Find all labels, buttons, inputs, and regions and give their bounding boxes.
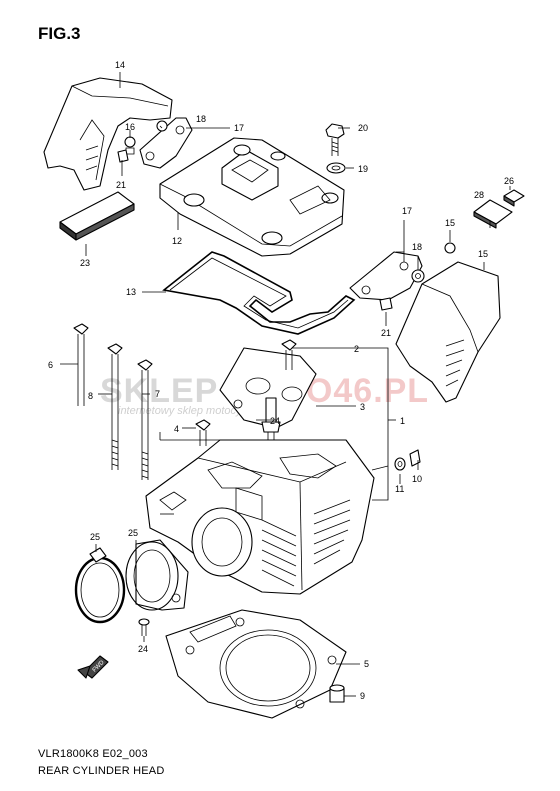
part-18-grommet-right [411,269,425,283]
callout-28: 28 [474,190,484,200]
watermark-sub: internetowy sklep motocyklowy [118,405,271,417]
part-7-bolt [137,359,153,480]
part-13-gasket [162,251,356,335]
callout-8: 8 [88,391,93,401]
part-24-screw [138,618,150,636]
callout-20: 20 [358,123,368,133]
part-25-clamp [74,547,126,624]
part-26-pad [503,189,525,207]
part-4-bolt [195,419,211,446]
part-9-dowel [329,684,345,703]
callout-3: 3 [360,402,365,412]
part-2-bolt [281,339,297,370]
callout-6: 6 [48,360,53,370]
callout-17-upper: 17 [234,123,244,133]
part-23-intake-pipe [125,539,189,611]
part-22-spark-plug [261,397,281,448]
part-18-bracket-upper [139,117,193,169]
callout-27: 23 [80,258,90,268]
callout-26: 26 [504,176,514,186]
callout-1: 1 [400,416,405,426]
part-21-bolt-right [379,297,393,311]
callout-13: 13 [126,287,136,297]
part-8-bolt [107,343,123,470]
callout-11: 11 [395,484,404,494]
callout-17-right: 17 [402,206,412,216]
part-28-pad [473,199,513,229]
callout-labels: 14 18 17 16 21 12 20 19 23 28 26 13 17 1… [48,60,514,701]
part-1-cylinder-head [145,439,375,595]
figure-title: FIG.3 [38,24,81,43]
part-11-washer [394,457,406,471]
part-21-bolt-upper [117,149,129,163]
callout-21-upper: 21 [116,180,126,190]
callout-21-right: 21 [381,328,391,338]
callout-22: 24 [270,416,280,426]
diagram-caption: REAR CYLINDER HEAD [38,765,165,777]
callout-19: 19 [358,164,368,174]
part-27-pad [59,191,135,241]
callout-2: 2 [354,344,359,354]
model-code: VLR1800K8 E02_003 [38,748,148,760]
watermark-main: SKLEP [100,372,218,410]
part-5-head-gasket [165,609,347,719]
callout-10: 10 [412,474,422,484]
callout-7: 7 [155,389,160,399]
callout-15: 15 [478,249,488,259]
part-12-head-cover [159,137,345,257]
callout-12: 12 [172,236,182,246]
callout-23: 25 [128,528,138,538]
fwd-arrow-icon: FWD [77,655,109,679]
callout-9: 9 [360,691,365,701]
callout-5: 5 [364,659,369,669]
part-20-bolt [325,123,345,156]
part-15-side-cover [395,261,501,403]
part-18-bracket-right [349,251,423,301]
part-19-washer [326,162,346,174]
callout-18-upper: 18 [196,114,206,124]
part-14-cover [43,77,173,191]
callout-4: 4 [174,424,179,434]
leader-lines [60,72,511,697]
part-16-bolt-right [444,242,456,254]
callout-24: 24 [138,644,148,654]
part-10-plug [409,449,421,467]
callout-16-upper: 16 [125,122,135,132]
callout-25: 25 [90,532,100,542]
callout-18-right: 18 [412,242,422,252]
callout-16-right: 15 [445,218,455,228]
callout-14: 14 [115,60,125,70]
part-6-bolt [73,323,89,406]
